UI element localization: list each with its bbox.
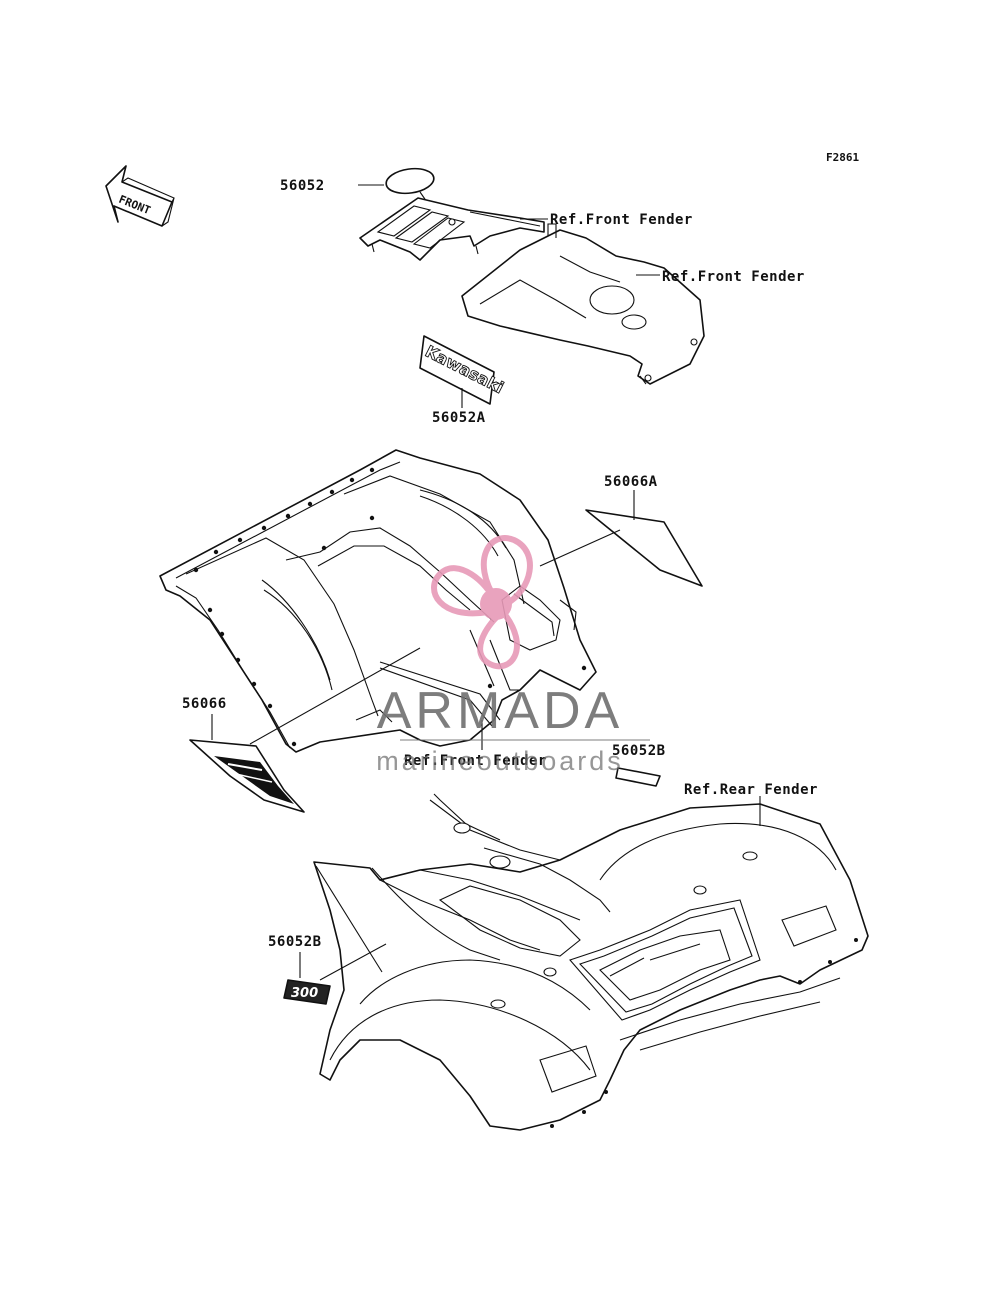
front-fender-center-console bbox=[461, 223, 705, 385]
callout-56052: 56052 bbox=[280, 178, 325, 194]
decal-56052 bbox=[385, 167, 435, 195]
callout-56052b-2: 56052B bbox=[268, 934, 322, 950]
callout-ref-front-fender-2: Ref.Front Fender bbox=[662, 269, 805, 285]
leader-56066a-to-fender bbox=[539, 529, 621, 567]
leader-56052b-to-fender bbox=[319, 943, 387, 981]
callout-ref-rear-fender: Ref.Rear Fender bbox=[684, 782, 818, 798]
callout-56052b-1: 56052B bbox=[612, 743, 666, 759]
decal-56066a bbox=[585, 509, 703, 587]
decal-56066 bbox=[189, 739, 305, 813]
figure-code: F2861 bbox=[826, 151, 859, 164]
rear-decal-strip bbox=[615, 767, 661, 787]
front-fender-mounting-holes bbox=[193, 467, 587, 747]
callout-56052a: 56052A bbox=[432, 410, 486, 426]
armada-watermark: ARMADA marineoutboards bbox=[376, 535, 650, 776]
badge-text: 300 bbox=[291, 986, 318, 1001]
front-fender-upper-panel bbox=[359, 197, 545, 261]
decal-56052b-badge: 300 bbox=[283, 979, 331, 1005]
front-direction-arrow-icon: FRONT bbox=[105, 165, 175, 227]
leader-56066-to-fender bbox=[249, 647, 421, 745]
callout-56066a: 56066A bbox=[604, 474, 658, 490]
callout-ref-front-fender-1: Ref.Front Fender bbox=[550, 212, 693, 228]
decal-56052a-kawasaki: Kawasaki bbox=[419, 335, 507, 405]
callout-56066: 56066 bbox=[182, 696, 227, 712]
rear-fender-assembly bbox=[313, 793, 869, 1131]
watermark-tagline: marineoutboards bbox=[376, 746, 624, 776]
callout-ref-front-fender-3: Ref.Front Fender bbox=[404, 753, 547, 769]
propeller-logo-icon bbox=[431, 535, 533, 670]
watermark-brand: ARMADA bbox=[377, 682, 623, 740]
